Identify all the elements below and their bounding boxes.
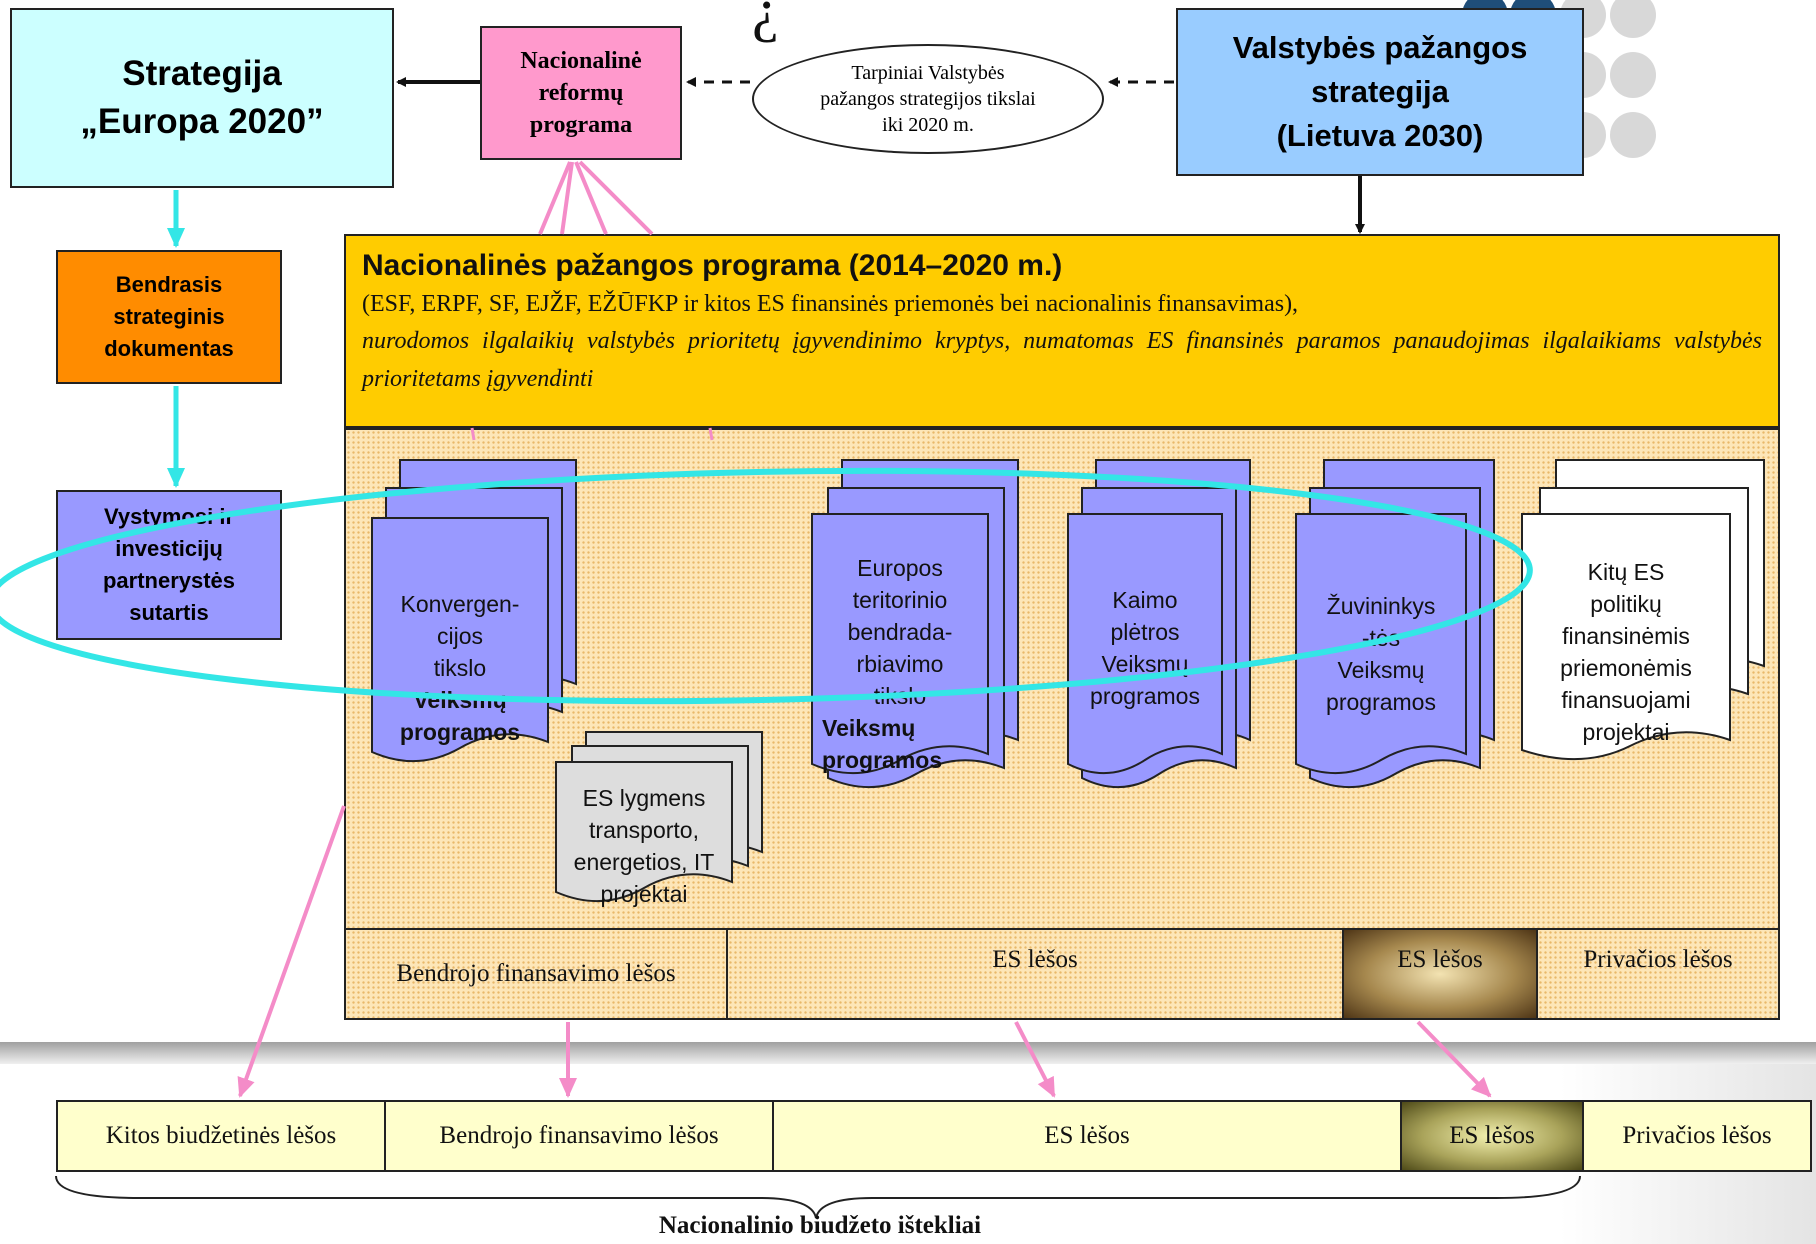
lt2030-line2: strategija xyxy=(1311,74,1449,109)
funds-cell-label: Bendrojo finansavimo lėšos xyxy=(396,960,676,987)
bsd-line1: Bendrasis xyxy=(115,272,223,297)
npp-description: nurodomos ilgalaikių valstybės prioritet… xyxy=(362,328,1762,392)
nrp-line3: programa xyxy=(529,112,633,138)
nrp-line2: reformų xyxy=(538,80,624,106)
doc-label-line: Žuvininkys xyxy=(1326,593,1436,619)
doc-label-line: energetios, IT xyxy=(573,849,715,875)
national-progress-programme-box: Nacionalinės pažangos programa (2014–202… xyxy=(344,234,1780,428)
doc-label-line: tikslo xyxy=(873,683,927,709)
stray-glyph: ¿ xyxy=(752,0,779,43)
npp-title: Nacionalinės pažangos programa (2014–202… xyxy=(362,249,1063,282)
doc-label-line: Europos xyxy=(857,555,943,581)
doc-label-line: cijos xyxy=(436,623,483,649)
doc-label-line: Veiksmų xyxy=(1337,657,1425,683)
funds-cell-highlight: ES lėšos xyxy=(1342,928,1538,1020)
doc-label-line: programos xyxy=(1326,689,1436,715)
budget-cell: Bendrojo finansavimo lėšos xyxy=(384,1100,774,1172)
budget-cell-highlight: ES lėšos xyxy=(1400,1100,1584,1172)
lithuania-2030-box: Valstybės pažangos strategija (Lietuva 2… xyxy=(1176,8,1584,176)
doc-label-line: Konvergen- xyxy=(400,591,520,617)
funds-cell-label: Privačios lėšos xyxy=(1583,946,1733,973)
dot xyxy=(1610,112,1656,158)
doc-label-line: tikslo xyxy=(433,655,487,681)
budget-cell-label: Privačios lėšos xyxy=(1622,1122,1772,1149)
funds-cell: Bendrojo finansavimo lėšos xyxy=(344,928,728,1020)
other-eu-doc-label: Kitų ES politikų finansinėmis priemonėmi… xyxy=(1522,556,1730,748)
budget-label: Nacionalinio biudžeto ištekliai xyxy=(658,1212,982,1239)
funds-cell-label: ES lėšos xyxy=(1397,946,1483,973)
funds-cell: Privačios lėšos xyxy=(1536,928,1780,1020)
doc-label-line: Veiksmų xyxy=(822,715,916,741)
nrp-line1: Nacionalinė xyxy=(520,48,642,74)
doc-label-line: rbiavimo xyxy=(856,651,944,677)
lt2030-line1: Valstybės pažangos xyxy=(1232,30,1528,65)
doc-label-line: plėtros xyxy=(1110,619,1180,645)
bsd-line3: dokumentas xyxy=(104,336,234,361)
doc-label-line: teritorinio xyxy=(852,587,948,613)
eu-transport-doc xyxy=(555,761,733,902)
doc-label-line: transporto, xyxy=(589,817,699,843)
doc-label-line: programos xyxy=(822,747,943,773)
eu-transport-doc-stack xyxy=(555,731,763,902)
budget-cell-label: ES lėšos xyxy=(1044,1122,1130,1149)
budget-cell: Privačios lėšos xyxy=(1582,1100,1812,1172)
doc-label-line: Veiksmų xyxy=(413,687,507,713)
intermediate-goals-ellipse: Tarpiniai Valstybės pažangos strategijos… xyxy=(752,44,1104,154)
dot xyxy=(1610,52,1656,98)
europe-2020-line2: „Europa 2020” xyxy=(80,102,324,141)
europe-2020-box: Strategija „Europa 2020” xyxy=(10,8,394,188)
eu-transport-doc-label: ES lygmens transporto, energetios, IT pr… xyxy=(556,782,732,910)
budget-cell: ES lėšos xyxy=(772,1100,1402,1172)
doc-label-line: Kitų ES xyxy=(1587,559,1665,585)
territorial-doc-label: Europos teritorinio bendrada- rbiavimo t… xyxy=(812,552,988,776)
doc-label-line: Veiksmų xyxy=(1101,651,1189,677)
doc-label-line: programos xyxy=(399,719,521,745)
doc-label-line: Kaimo xyxy=(1112,587,1178,613)
doc-label-line: finansuojami xyxy=(1561,687,1691,713)
doc-label-line: projektai xyxy=(1582,719,1670,745)
common-strategic-document-box: Bendrasis strateginis dokumentas xyxy=(56,250,282,384)
funds-cell-label: ES lėšos xyxy=(992,946,1078,973)
rural-doc-label: Kaimo plėtros Veiksmų programos xyxy=(1068,584,1222,712)
doc-label-line: programos xyxy=(1090,683,1200,709)
budget-cell-label: ES lėšos xyxy=(1449,1122,1535,1149)
other-eu-doc xyxy=(1521,513,1731,761)
doc-label-line: bendrada- xyxy=(847,619,953,645)
europe-2020-line1: Strategija xyxy=(122,54,282,93)
budget-cell-label: Kitos biudžetinės lėšos xyxy=(105,1122,337,1149)
lt2030-line3: (Lietuva 2030) xyxy=(1276,118,1484,153)
convergence-doc-label: Konvergen- cijos tikslo Veiksmų programo… xyxy=(372,588,548,748)
doc-label-line: -tės xyxy=(1361,625,1401,651)
national-reform-programme-box: Nacionalinė reformų programa xyxy=(480,26,682,160)
budget-cell-label: Bendrojo finansavimo lėšos xyxy=(439,1122,719,1149)
other-eu-doc-stack xyxy=(1521,459,1765,761)
divider-band xyxy=(0,1042,1816,1064)
doc-label-line: projektai xyxy=(600,881,688,907)
fisheries-doc-label: Žuvininkys -tės Veiksmų programos xyxy=(1296,590,1466,718)
doc-label-line: finansinėmis xyxy=(1562,623,1690,649)
bsd-line2: strateginis xyxy=(113,304,225,329)
doc-label-line: politikų xyxy=(1590,591,1662,617)
doc-label-line: priemonėmis xyxy=(1560,655,1692,681)
budget-cell: Kitos biudžetinės lėšos xyxy=(56,1100,386,1172)
npp-subtitle: (ESF, ERPF, SF, EJŽF, EŽŪFKP ir kitos ES… xyxy=(362,291,1299,317)
doc-label-line: ES lygmens xyxy=(582,785,706,811)
dot xyxy=(1610,0,1656,38)
intermediate-goals-text: Tarpiniai Valstybės pažangos strategijos… xyxy=(820,62,1036,136)
